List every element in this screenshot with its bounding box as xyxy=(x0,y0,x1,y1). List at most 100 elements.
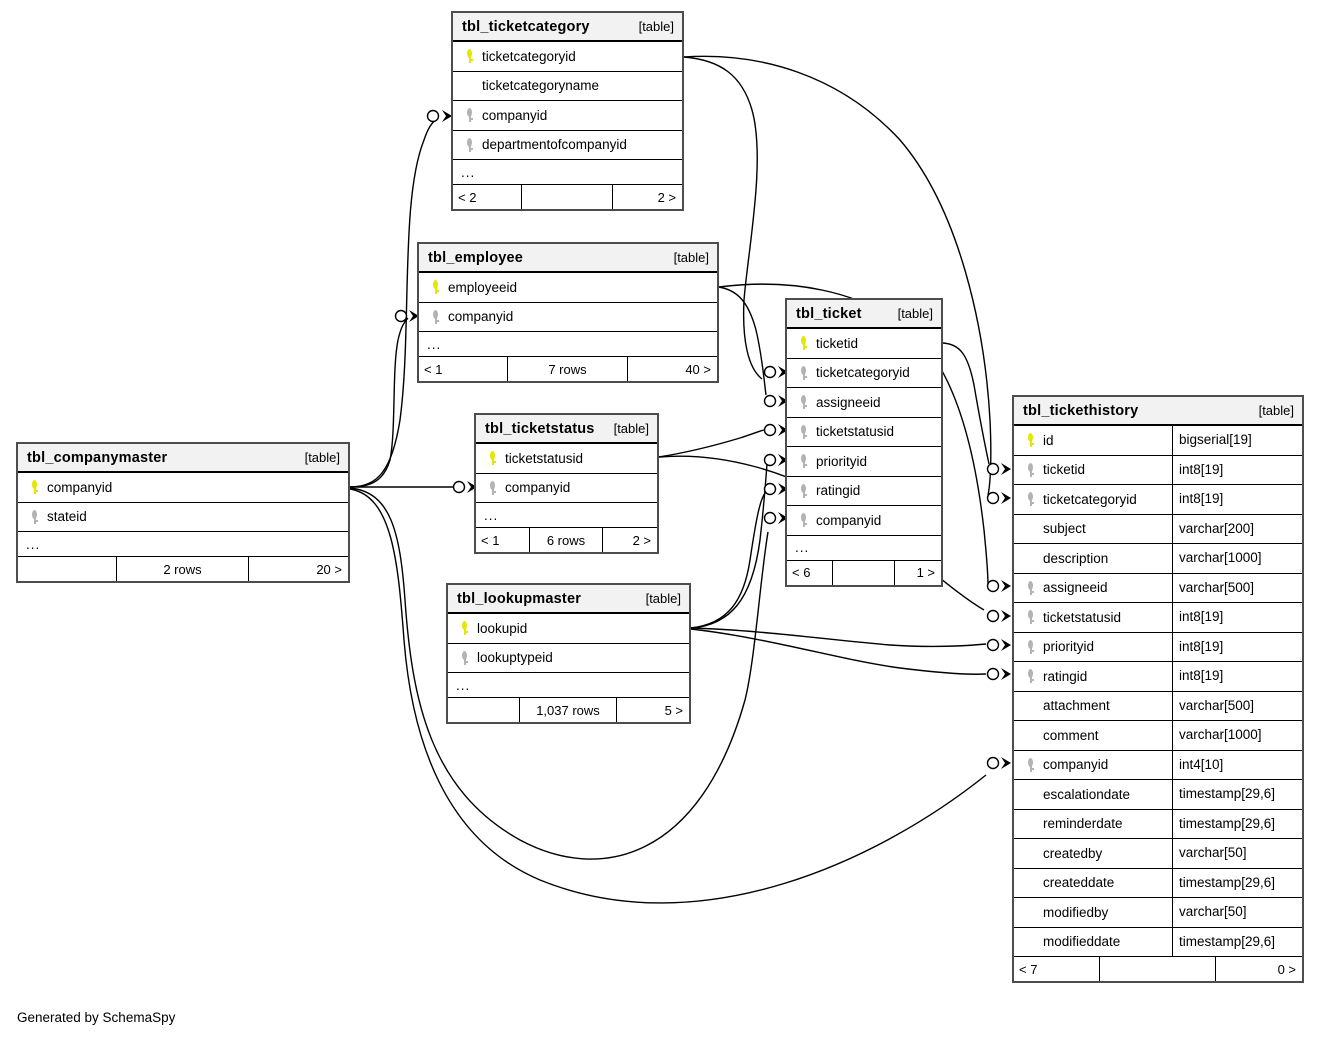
more-columns-ellipsis: ... xyxy=(453,160,682,185)
more-columns-ellipsis: ... xyxy=(476,503,657,528)
row-count xyxy=(1100,957,1216,981)
parent-relations-count[interactable]: < 2 xyxy=(453,185,522,209)
table-type-tag: [table] xyxy=(1258,403,1294,418)
more-columns-ellipsis: ... xyxy=(448,673,689,698)
column-name: ticketid xyxy=(816,335,859,351)
column-name: stateid xyxy=(47,509,87,525)
child-relations-count[interactable]: 2 > xyxy=(632,532,651,548)
foreign-key-icon xyxy=(1023,461,1041,479)
primary-key-icon xyxy=(485,449,503,467)
column-row[interactable]: ticketcategoryid xyxy=(787,358,941,388)
parent-relations-count[interactable]: < 1 xyxy=(419,357,508,381)
column-name-cell: companyid xyxy=(419,308,717,326)
column-row[interactable]: companyid xyxy=(18,473,348,503)
child-relations-count[interactable]: 20 > xyxy=(316,561,342,577)
column-name-cell: ticketid xyxy=(1014,461,1172,479)
child-relations-count[interactable]: 40 > xyxy=(685,361,711,377)
column-datatype: varchar[1000] xyxy=(1172,544,1302,573)
column-name-cell: assigneeid xyxy=(787,393,941,411)
child-relations-count[interactable]: 2 > xyxy=(657,189,676,205)
column-row[interactable]: ticketcategoryid xyxy=(453,42,682,72)
table-type-tag: [table] xyxy=(897,306,933,321)
column-row[interactable]: companyid xyxy=(453,101,682,131)
column-row[interactable]: ticketcategoryname xyxy=(453,71,682,101)
column-name: comment xyxy=(1043,727,1099,743)
foreign-key-icon xyxy=(796,423,814,441)
column-row[interactable]: ticketstatusid xyxy=(787,417,941,447)
column-name-cell: companyid xyxy=(787,511,941,529)
no-key-icon xyxy=(1023,697,1041,715)
column-name-cell: createddate xyxy=(1014,874,1172,892)
column-row[interactable]: employeeid xyxy=(419,273,717,303)
column-row[interactable]: stateid xyxy=(18,502,348,532)
column-name: priorityid xyxy=(816,453,868,469)
column-name-cell: escalationdate xyxy=(1014,785,1172,803)
column-name: employeeid xyxy=(448,279,518,295)
no-key-icon xyxy=(462,77,480,95)
parent-relations-count[interactable] xyxy=(448,698,520,722)
child-relations-count[interactable]: 5 > xyxy=(664,702,683,718)
table-tbl_ticketcategory[interactable]: tbl_ticketcategory[table]ticketcategoryi… xyxy=(451,11,684,211)
column-name: companyid xyxy=(448,309,514,325)
child-relations-count[interactable]: 1 > xyxy=(916,565,935,580)
foreign-key-icon xyxy=(27,508,45,526)
foreign-key-icon xyxy=(462,106,480,124)
column-row[interactable]: assigneeid xyxy=(787,388,941,418)
child-relations-count[interactable]: 0 > xyxy=(1277,961,1296,977)
foreign-key-icon xyxy=(796,393,814,411)
column-name: ticketcategoryid xyxy=(816,365,910,381)
column-row[interactable]: lookuptypeid xyxy=(448,643,689,673)
no-key-icon xyxy=(1023,874,1041,892)
parent-relations-count[interactable] xyxy=(18,557,117,581)
column-row[interactable]: ticketid xyxy=(787,329,941,359)
table-title: tbl_tickethistory xyxy=(1023,402,1139,419)
column-row[interactable]: ticketstatusid xyxy=(476,444,657,474)
table-header-tbl_tickethistory: tbl_tickethistory [table] xyxy=(1014,397,1302,426)
no-key-icon xyxy=(1023,903,1041,921)
no-key-icon xyxy=(1023,726,1041,744)
column-name: ticketstatusid xyxy=(1043,609,1122,625)
parent-relations-count[interactable]: < 7 xyxy=(1014,957,1100,981)
column-row[interactable]: companyid xyxy=(419,302,717,332)
column-row[interactable]: companyid xyxy=(787,506,941,536)
table-footer: < 2 2 > xyxy=(453,185,682,209)
column-datatype: int8[19] xyxy=(1172,485,1302,514)
column-name-cell: employeeid xyxy=(419,278,717,296)
column-name-cell: comment xyxy=(1014,726,1172,744)
column-name: ticketstatusid xyxy=(816,424,895,440)
column-row[interactable]: lookupid xyxy=(448,614,689,644)
column-row[interactable]: ratingid xyxy=(787,476,941,506)
table-type-tag: [table] xyxy=(304,450,340,465)
column-row[interactable]: priorityid xyxy=(787,447,941,477)
column-row[interactable]: departmentofcompanyid xyxy=(453,130,682,160)
column-name-cell: ticketstatusid xyxy=(1014,608,1172,626)
parent-relations-count[interactable]: < 1 xyxy=(476,528,530,552)
column-name-cell: id xyxy=(1014,431,1172,449)
column-row[interactable]: companyid xyxy=(476,473,657,503)
parent-relations-count[interactable]: < 6 xyxy=(787,560,833,585)
